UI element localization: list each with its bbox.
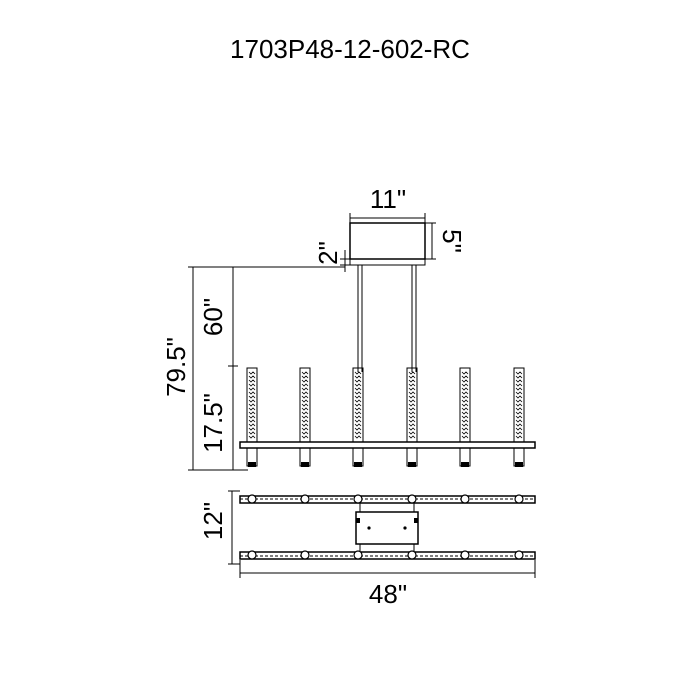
light-head-dot xyxy=(407,494,417,504)
light-head-dot xyxy=(300,494,310,504)
crystal-tube xyxy=(513,367,525,467)
model-number-title: 1703P48-12-602-RC xyxy=(230,34,470,64)
label-canopy-gap: 2" xyxy=(313,241,343,265)
crystal-tube xyxy=(352,367,364,467)
label-canopy-height: 5" xyxy=(437,229,467,253)
crystal-tube xyxy=(299,367,311,467)
fixture-body-bar xyxy=(239,441,536,449)
light-head-dot xyxy=(247,550,257,560)
top-view-light-heads xyxy=(247,494,524,560)
light-head-dot xyxy=(407,550,417,560)
label-fixture-width: 48" xyxy=(369,579,407,609)
light-head-dot xyxy=(460,550,470,560)
label-adjustable-length: 60" xyxy=(198,298,228,336)
light-head-dot xyxy=(300,550,310,560)
top-view xyxy=(239,494,536,560)
crystal-tube xyxy=(459,367,471,467)
label-depth: 12" xyxy=(198,502,228,540)
crystal-tube xyxy=(406,367,418,467)
crystal-light-tubes xyxy=(246,367,525,467)
canopy-mount-strip xyxy=(349,258,426,266)
dimension-lines: 11" 5" 2" 60" 17.5" 79.5" xyxy=(161,184,536,609)
top-view-canopy xyxy=(355,511,419,545)
side-view xyxy=(239,222,536,467)
light-head-dot xyxy=(460,494,470,504)
canopy-screw-right xyxy=(403,526,407,530)
canopy-screw-left xyxy=(367,526,371,530)
crystal-tube xyxy=(246,367,258,467)
light-head-dot xyxy=(514,494,524,504)
label-canopy-width: 11" xyxy=(370,184,406,214)
light-head-dot xyxy=(353,494,363,504)
light-head-dot xyxy=(514,550,524,560)
canopy-tab-right xyxy=(414,518,418,523)
label-fixture-height: 17.5" xyxy=(198,393,228,453)
light-head-dot xyxy=(247,494,257,504)
canopy-tab-left xyxy=(356,518,360,523)
canopy xyxy=(349,222,426,260)
light-head-dot xyxy=(353,550,363,560)
label-overall-height: 79.5" xyxy=(161,337,191,397)
